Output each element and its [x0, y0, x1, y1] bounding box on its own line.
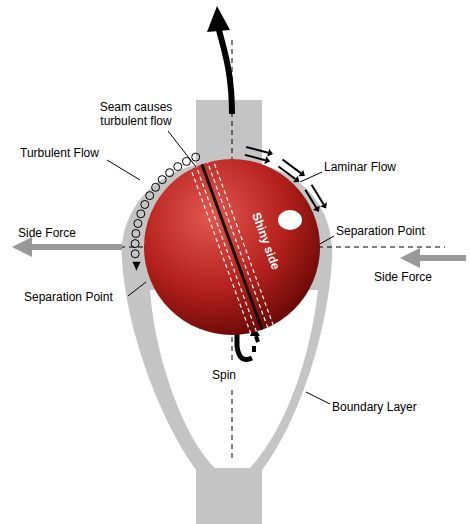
- turbulence-loop: [174, 163, 182, 171]
- seam-stitch: [193, 159, 260, 335]
- deflection-arrow: [219, 30, 232, 114]
- laminar-arrow: [312, 185, 324, 205]
- arrow-head: [320, 202, 327, 208]
- axis-line: [232, 390, 233, 462]
- turbulence-loop: [141, 201, 149, 209]
- leader-line: [128, 282, 146, 296]
- spin-label: Spin: [212, 368, 236, 382]
- seam-line: [198, 159, 265, 335]
- leader-line: [300, 172, 322, 182]
- force-label: Side Force: [18, 226, 76, 240]
- turbulence-loop: [158, 176, 166, 184]
- callout-label: Laminar Flow: [324, 160, 396, 174]
- arrow-head: [132, 262, 140, 271]
- turbulence-loop: [192, 153, 200, 161]
- turbulence-loop: [137, 210, 145, 218]
- arrow-head: [12, 237, 32, 257]
- shine-spot: [278, 210, 302, 230]
- leader-line: [306, 392, 330, 404]
- seam-stitch: [187, 159, 254, 335]
- turbulence-loop: [146, 192, 154, 200]
- cricket-ball: Shiny side: [144, 159, 320, 335]
- laminar-arrow: [246, 147, 268, 153]
- callout-label: Separation Point: [24, 290, 113, 304]
- leader-line: [318, 236, 334, 245]
- arrow-head: [264, 156, 270, 164]
- arrow-head: [400, 248, 420, 268]
- turbulence-loop: [131, 240, 139, 248]
- turbulence-loop: [152, 183, 160, 191]
- turbulence-loop: [166, 169, 174, 177]
- turbulence-loop: [131, 250, 139, 258]
- callout-label: Seam causes turbulent flow: [84, 100, 188, 128]
- arrow-head: [313, 206, 320, 212]
- leader-line: [168, 131, 200, 172]
- side-force-arrow: [418, 255, 466, 261]
- spin-arrow-dash: [252, 346, 256, 352]
- callout-label: Turbulent Flow: [20, 146, 99, 160]
- arrow-head: [207, 6, 230, 32]
- turbulence-loop: [134, 220, 142, 228]
- boundary-layer: [122, 100, 333, 524]
- side-force-arrow: [30, 244, 122, 250]
- callout-label: Boundary Layer: [332, 400, 417, 414]
- arrow-head: [267, 149, 273, 157]
- spin-arrow-dash: [256, 336, 258, 342]
- laminar-arrow: [283, 160, 301, 174]
- laminar-arrow: [245, 155, 265, 160]
- ball-shape: [144, 159, 320, 335]
- turbulence-loop: [132, 230, 140, 238]
- callout-label: Separation Point: [336, 224, 425, 238]
- arrow-head: [293, 176, 299, 182]
- force-label: Side Force: [374, 270, 432, 284]
- leader-line: [107, 160, 140, 180]
- arrow-head: [299, 170, 305, 176]
